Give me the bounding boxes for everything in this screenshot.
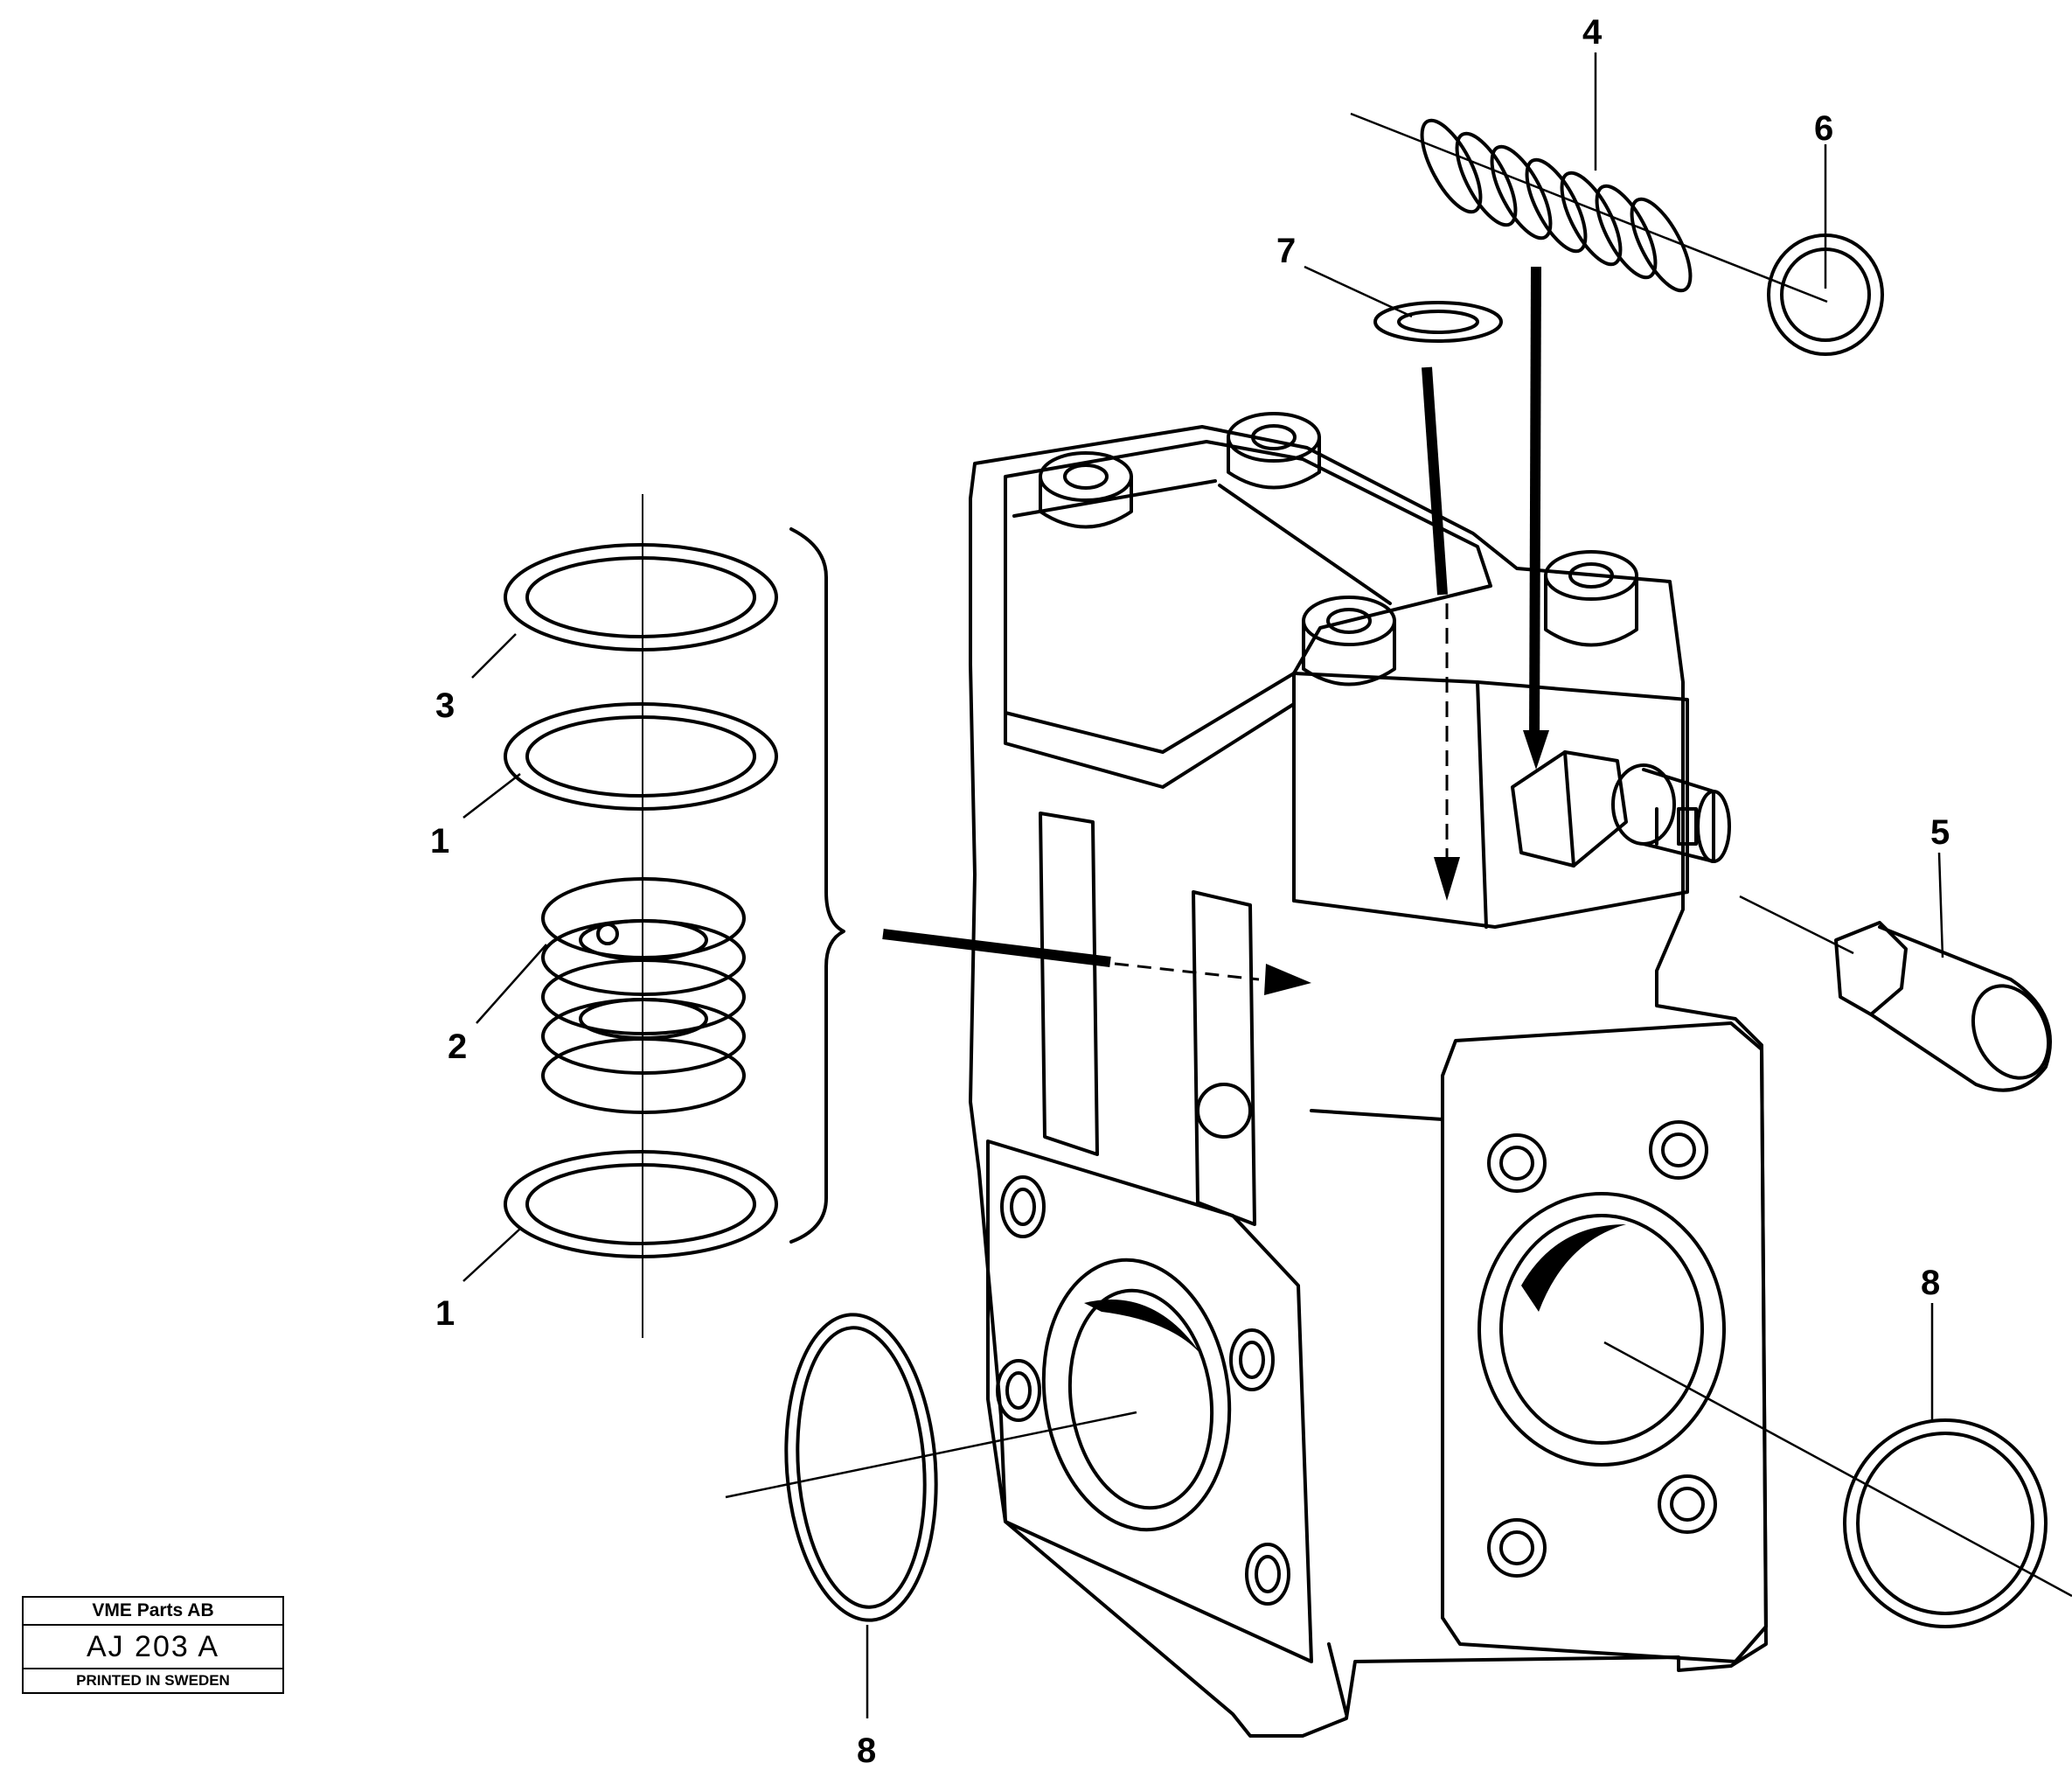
callout-2: 2	[448, 1028, 467, 1066]
o-ring-8-left	[725, 1313, 1137, 1622]
title-block: VME Parts AB AJ 203 A PRINTED IN SWEDEN	[22, 1596, 284, 1694]
group-bracket	[789, 527, 845, 1244]
callout-6: 6	[1814, 109, 1833, 148]
valve-housing	[969, 412, 1768, 1738]
title-block-drawing-number: AJ 203 A	[24, 1626, 282, 1669]
callout-labels: 4 6 7 3 1 2 1 5 8 8	[430, 13, 1950, 1770]
seal-ring-3	[504, 543, 778, 652]
cap-screw-right	[1544, 550, 1638, 647]
right-flange-bolt-holes	[1487, 1120, 1717, 1578]
title-block-footer: PRINTED IN SWEDEN	[76, 1672, 230, 1689]
title-block-company: VME Parts AB	[24, 1598, 282, 1626]
cap-screw-front	[1302, 596, 1396, 686]
callout-5: 5	[1930, 813, 1950, 852]
callout-8-left: 8	[857, 1732, 876, 1770]
small-seal-7	[1373, 301, 1503, 596]
callout-1-lower: 1	[435, 1294, 455, 1333]
seal-ring-1-upper	[504, 702, 778, 811]
right-port-opening	[1478, 1192, 1726, 1467]
left-port-opening	[1041, 1258, 1232, 1532]
o-ring-8-right	[1603, 1341, 2072, 1628]
callout-leaders	[462, 52, 1944, 1718]
seal-ring-1-lower	[504, 1150, 778, 1258]
cap-screw-top-middle	[1227, 412, 1321, 490]
relief-spring-4	[1350, 112, 1828, 744]
compression-spring-2	[541, 877, 746, 1114]
adjusting-screw-assembly	[1511, 750, 1731, 868]
callout-7: 7	[1276, 232, 1296, 270]
cap-screw-top-left	[1039, 451, 1133, 529]
cap-nut-5	[1739, 895, 2052, 1092]
assembly-direction-arrow	[882, 929, 1311, 995]
callout-8-right: 8	[1921, 1264, 1940, 1302]
callout-3: 3	[435, 686, 455, 725]
left-flange-bolt-holes	[996, 1175, 1290, 1606]
callout-4: 4	[1582, 13, 1603, 52]
callout-1-upper: 1	[430, 822, 449, 861]
left-part-stack	[504, 494, 1311, 1338]
